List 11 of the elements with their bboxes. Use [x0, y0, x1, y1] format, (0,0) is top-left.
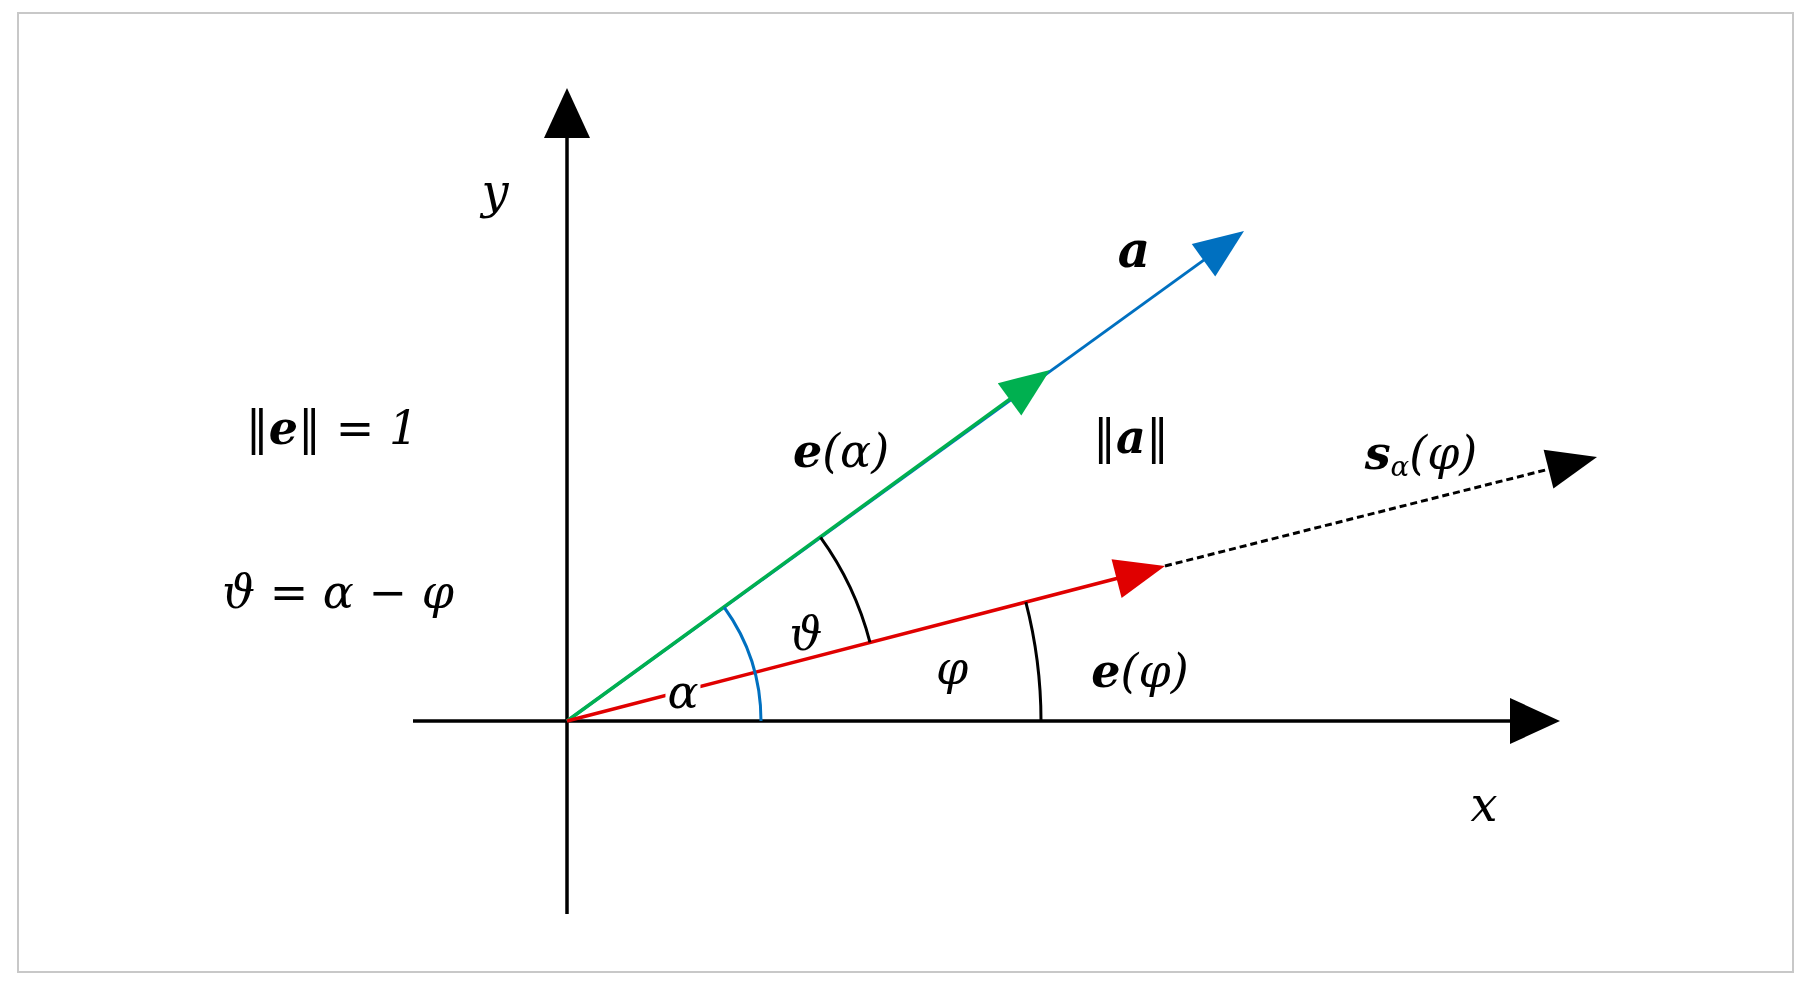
vector-label: e(φ)	[1090, 645, 1190, 697]
vector-label: e(α)	[791, 425, 891, 477]
vector-label: a	[1116, 221, 1152, 277]
axis-label: y	[479, 164, 510, 218]
norm-label: ‖a‖	[1092, 411, 1170, 463]
formula-text: ‖e‖ = 1	[244, 402, 420, 454]
angle-label: ϑ	[788, 608, 824, 660]
vector-label: s$_{α}$(φ)	[1363, 427, 1479, 483]
axis-label: x	[1469, 777, 1499, 831]
formula-text: ϑ = α − φ	[221, 566, 455, 618]
angle-label: φ	[934, 642, 970, 694]
